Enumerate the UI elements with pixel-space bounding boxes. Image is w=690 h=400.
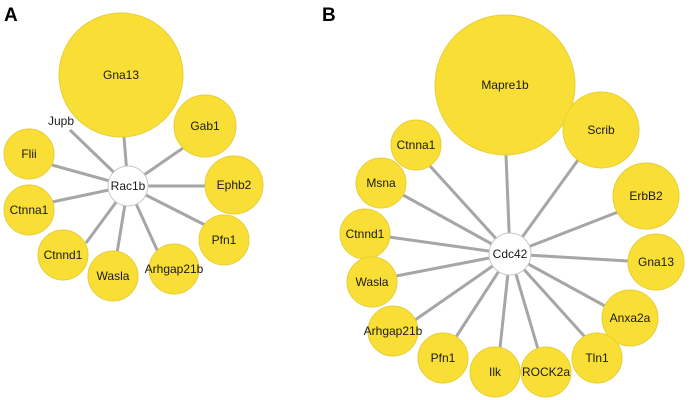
node-label: Ephb2 <box>217 178 252 192</box>
node-label: Wasla <box>97 269 130 283</box>
node-rock2a: ROCK2a <box>520 346 572 398</box>
node-ctnna1-b: Ctnna1 <box>390 119 442 171</box>
node-jupb: Jupb <box>48 114 74 128</box>
node-msna: Msna <box>355 157 407 209</box>
node-label: Pfn1 <box>431 351 456 365</box>
node-gna13: Gna13 <box>58 12 184 138</box>
node-pfn1: Pfn1 <box>198 214 250 266</box>
node-anxa2a: Anxa2a <box>601 289 659 347</box>
hub-label: Rac1b <box>111 179 146 193</box>
node-label: Jupb <box>48 114 74 128</box>
panel-letter-a: A <box>4 5 18 26</box>
node-label: Ctnna1 <box>397 138 436 152</box>
node-mapre1b: Mapre1b <box>434 14 576 156</box>
node-label: Scrib <box>587 123 615 137</box>
node-ctnnd1: Ctnnd1 <box>37 229 89 281</box>
node-gab1: Gab1 <box>173 94 237 158</box>
node-label: Ilk <box>489 365 502 379</box>
node-label: Ctnnd1 <box>44 248 83 262</box>
node-scrib: Scrib <box>562 91 640 169</box>
node-tln1: Tln1 <box>571 332 623 384</box>
node-label: Gab1 <box>190 119 220 133</box>
node-arhgap21b-b: Arhgap21b <box>364 305 423 357</box>
panel-a-network: Gna13 Jupb Gab1 Flii Ephb2 Ctnna1 Pfn1 C… <box>3 12 264 302</box>
hub-cdc42: Cdc42 <box>488 232 532 276</box>
hub-rac1b: Rac1b <box>107 165 149 207</box>
node-label: Gna13 <box>103 68 139 82</box>
node-label: Arhgap21b <box>364 324 423 338</box>
node-label: Anxa2a <box>610 311 651 325</box>
node-label: Mapre1b <box>481 78 529 92</box>
node-wasla-b: Wasla <box>346 256 398 308</box>
node-label: Flii <box>21 147 36 161</box>
node-ctnnd1-b: Ctnnd1 <box>339 208 391 260</box>
node-ctnna1: Ctnna1 <box>3 184 55 236</box>
node-gna13-b: Gna13 <box>627 233 685 291</box>
node-label: Pfn1 <box>212 233 237 247</box>
node-label: Arhgap21b <box>145 262 204 276</box>
node-label: ErbB2 <box>629 189 663 203</box>
node-pfn1-b: Pfn1 <box>417 332 469 384</box>
node-ephb2: Ephb2 <box>204 155 264 215</box>
node-label: Wasla <box>356 275 389 289</box>
node-arhgap21b: Arhgap21b <box>145 243 204 295</box>
panel-b-network: Mapre1b Ctnna1 Scrib Msna ErbB2 Ctnnd1 G… <box>339 14 685 398</box>
node-flii: Flii <box>3 128 55 180</box>
node-ilk: Ilk <box>469 346 521 398</box>
node-erbb2: ErbB2 <box>612 162 680 230</box>
hub-label: Cdc42 <box>493 247 528 261</box>
node-label: Ctnna1 <box>10 203 49 217</box>
panel-letter-b: B <box>322 5 336 26</box>
node-label: Ctnnd1 <box>346 227 385 241</box>
node-label: ROCK2a <box>522 365 570 379</box>
node-label: Msna <box>366 176 396 190</box>
node-label: Tln1 <box>585 351 609 365</box>
node-wasla: Wasla <box>87 250 139 302</box>
node-label: Gna13 <box>638 255 674 269</box>
